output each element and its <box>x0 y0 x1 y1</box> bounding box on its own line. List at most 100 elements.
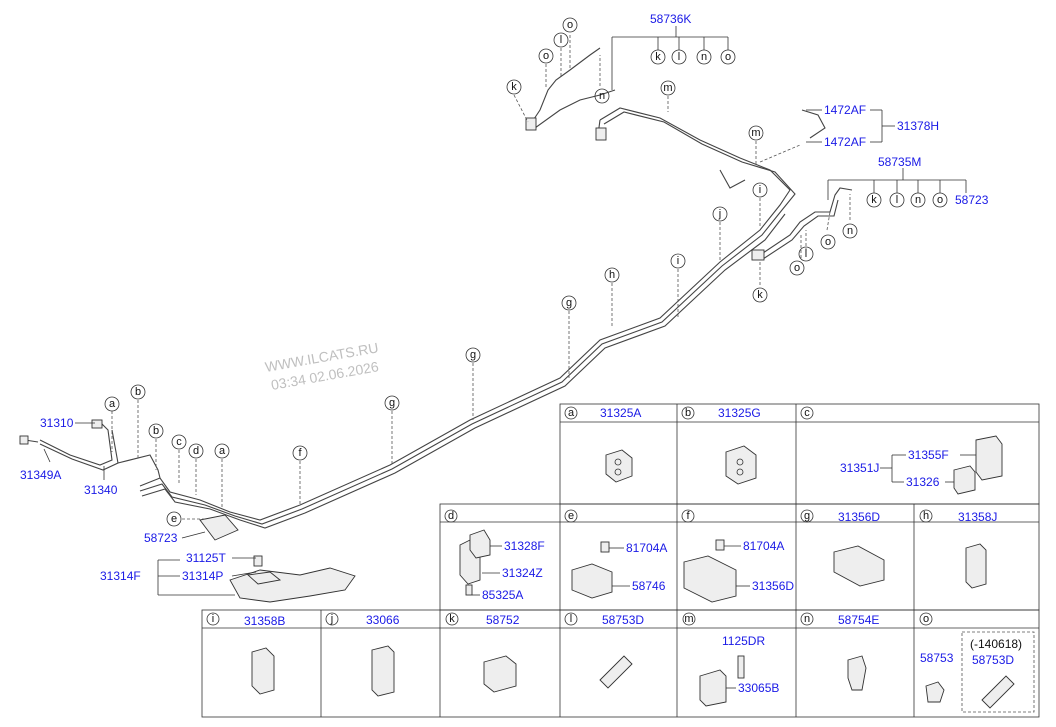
cell-f[interactable]: f 81704A 31356D <box>681 509 794 603</box>
svg-text:m: m <box>663 82 672 94</box>
part-31351J: 31351J <box>840 461 879 475</box>
part-85325A: 85325A <box>482 588 523 602</box>
svg-text:o: o <box>543 50 549 62</box>
part-31378H[interactable]: 31378H <box>897 119 939 133</box>
cell-j[interactable]: j 33066 <box>325 612 400 697</box>
svg-text:n: n <box>599 90 605 102</box>
cell-k[interactable]: k 58752 <box>445 612 520 693</box>
fitting-nut <box>595 127 607 141</box>
part-33065B: 33065B <box>738 681 779 695</box>
fitting-nut <box>91 419 103 429</box>
part-31314P[interactable]: 31314P <box>182 569 223 583</box>
svg-text:b: b <box>135 386 141 398</box>
part-58752: 58752 <box>486 613 520 627</box>
fitting-nut <box>19 435 29 445</box>
part-33066: 33066 <box>366 613 400 627</box>
svg-text:m: m <box>684 613 693 625</box>
leader-lines <box>111 35 851 520</box>
cell-b[interactable]: b 31325G <box>681 406 761 485</box>
cell-n[interactable]: n 58754E <box>800 612 879 691</box>
svg-text:m: m <box>751 127 760 139</box>
svg-text:b: b <box>153 425 159 437</box>
svg-text:o: o <box>937 194 943 206</box>
svg-text:j: j <box>330 613 333 625</box>
part-31324Z: 31324Z <box>502 566 543 580</box>
cell-m[interactable]: m 1125DR 33065B <box>682 612 779 707</box>
svg-text:b: b <box>685 407 691 419</box>
fitting-nut <box>751 249 765 261</box>
svg-text:f: f <box>686 510 690 522</box>
part-31325A: 31325A <box>600 406 641 420</box>
part-58736K[interactable]: 58736K <box>650 12 691 26</box>
part-58753D: 58753D <box>602 613 644 627</box>
svg-text:o: o <box>825 236 831 248</box>
part-31358B: 31358B <box>244 614 285 628</box>
part-31125T[interactable]: 31125T <box>186 551 226 565</box>
svg-text:g: g <box>389 397 395 409</box>
date-range-note: (-140618) <box>970 637 1022 651</box>
svg-text:n: n <box>701 51 707 63</box>
svg-text:d: d <box>448 510 454 522</box>
part-58735M[interactable]: 58735M <box>878 155 921 169</box>
svg-text:o: o <box>567 19 573 31</box>
cell-e[interactable]: e 81704A 58746 <box>564 509 667 599</box>
cell-g[interactable]: g 31356D <box>800 509 885 587</box>
part-31328F: 31328F <box>504 539 545 553</box>
part-58753: 58753 <box>920 651 954 665</box>
part-31325G: 31325G <box>718 406 761 420</box>
svg-text:l: l <box>896 194 898 206</box>
svg-text:l: l <box>570 613 572 625</box>
heat-shield[interactable] <box>199 514 356 603</box>
svg-text:n: n <box>847 225 853 237</box>
svg-text:e: e <box>171 513 177 525</box>
cell-d[interactable]: d 31328F 31324Z 85325A <box>444 509 545 602</box>
part-31340[interactable]: 31340 <box>84 483 118 497</box>
callout-lines <box>43 26 967 596</box>
part-58754E: 58754E <box>838 613 879 627</box>
cell-h[interactable]: h 31358J <box>919 509 997 589</box>
svg-text:k: k <box>449 613 455 625</box>
part-58746: 58746 <box>632 579 666 593</box>
svg-text:i: i <box>212 613 214 625</box>
part-58723-right[interactable]: 58723 <box>955 193 989 207</box>
part-81704A-e: 81704A <box>626 541 667 555</box>
svg-text:h: h <box>923 510 929 522</box>
svg-text:j: j <box>718 208 721 220</box>
cell-o[interactable]: o 58753 (-140618) 58753D <box>919 612 1035 713</box>
svg-text:l: l <box>805 248 807 260</box>
svg-text:i: i <box>677 255 679 267</box>
svg-text:l: l <box>560 34 562 46</box>
svg-text:k: k <box>511 81 517 93</box>
part-31358J: 31358J <box>958 510 997 524</box>
part-58723[interactable]: 58723 <box>144 531 178 545</box>
cell-c[interactable]: c 31351J 31355F 31326 <box>800 406 1003 495</box>
svg-text:g: g <box>804 510 810 522</box>
svg-text:k: k <box>655 51 661 63</box>
parts-table-grid <box>201 403 1040 718</box>
part-1472AF-top[interactable]: 1472AF <box>824 103 866 117</box>
cell-l[interactable]: l 58753D <box>564 612 644 689</box>
part-31355F: 31355F <box>908 448 949 462</box>
svg-text:n: n <box>804 613 810 625</box>
svg-text:c: c <box>804 407 810 419</box>
svg-text:o: o <box>794 262 800 274</box>
svg-text:f: f <box>298 447 302 459</box>
cell-a[interactable]: a 31325A <box>564 406 641 483</box>
svg-text:o: o <box>923 613 929 625</box>
svg-text:a: a <box>568 407 575 419</box>
svg-text:d: d <box>193 445 199 457</box>
part-31326: 31326 <box>906 475 940 489</box>
fitting-nut <box>525 117 537 131</box>
svg-text:i: i <box>759 184 761 196</box>
part-1125DR: 1125DR <box>722 634 765 648</box>
svg-text:a: a <box>109 398 116 410</box>
part-31310[interactable]: 31310 <box>40 416 74 430</box>
svg-text:l: l <box>678 51 680 63</box>
brake-pipe-bundle[interactable] <box>19 47 853 529</box>
part-31349A[interactable]: 31349A <box>20 468 61 482</box>
part-31314F[interactable]: 31314F <box>100 569 141 583</box>
cell-i[interactable]: i 31358B <box>206 612 285 695</box>
part-1472AF-bottom[interactable]: 1472AF <box>824 135 866 149</box>
